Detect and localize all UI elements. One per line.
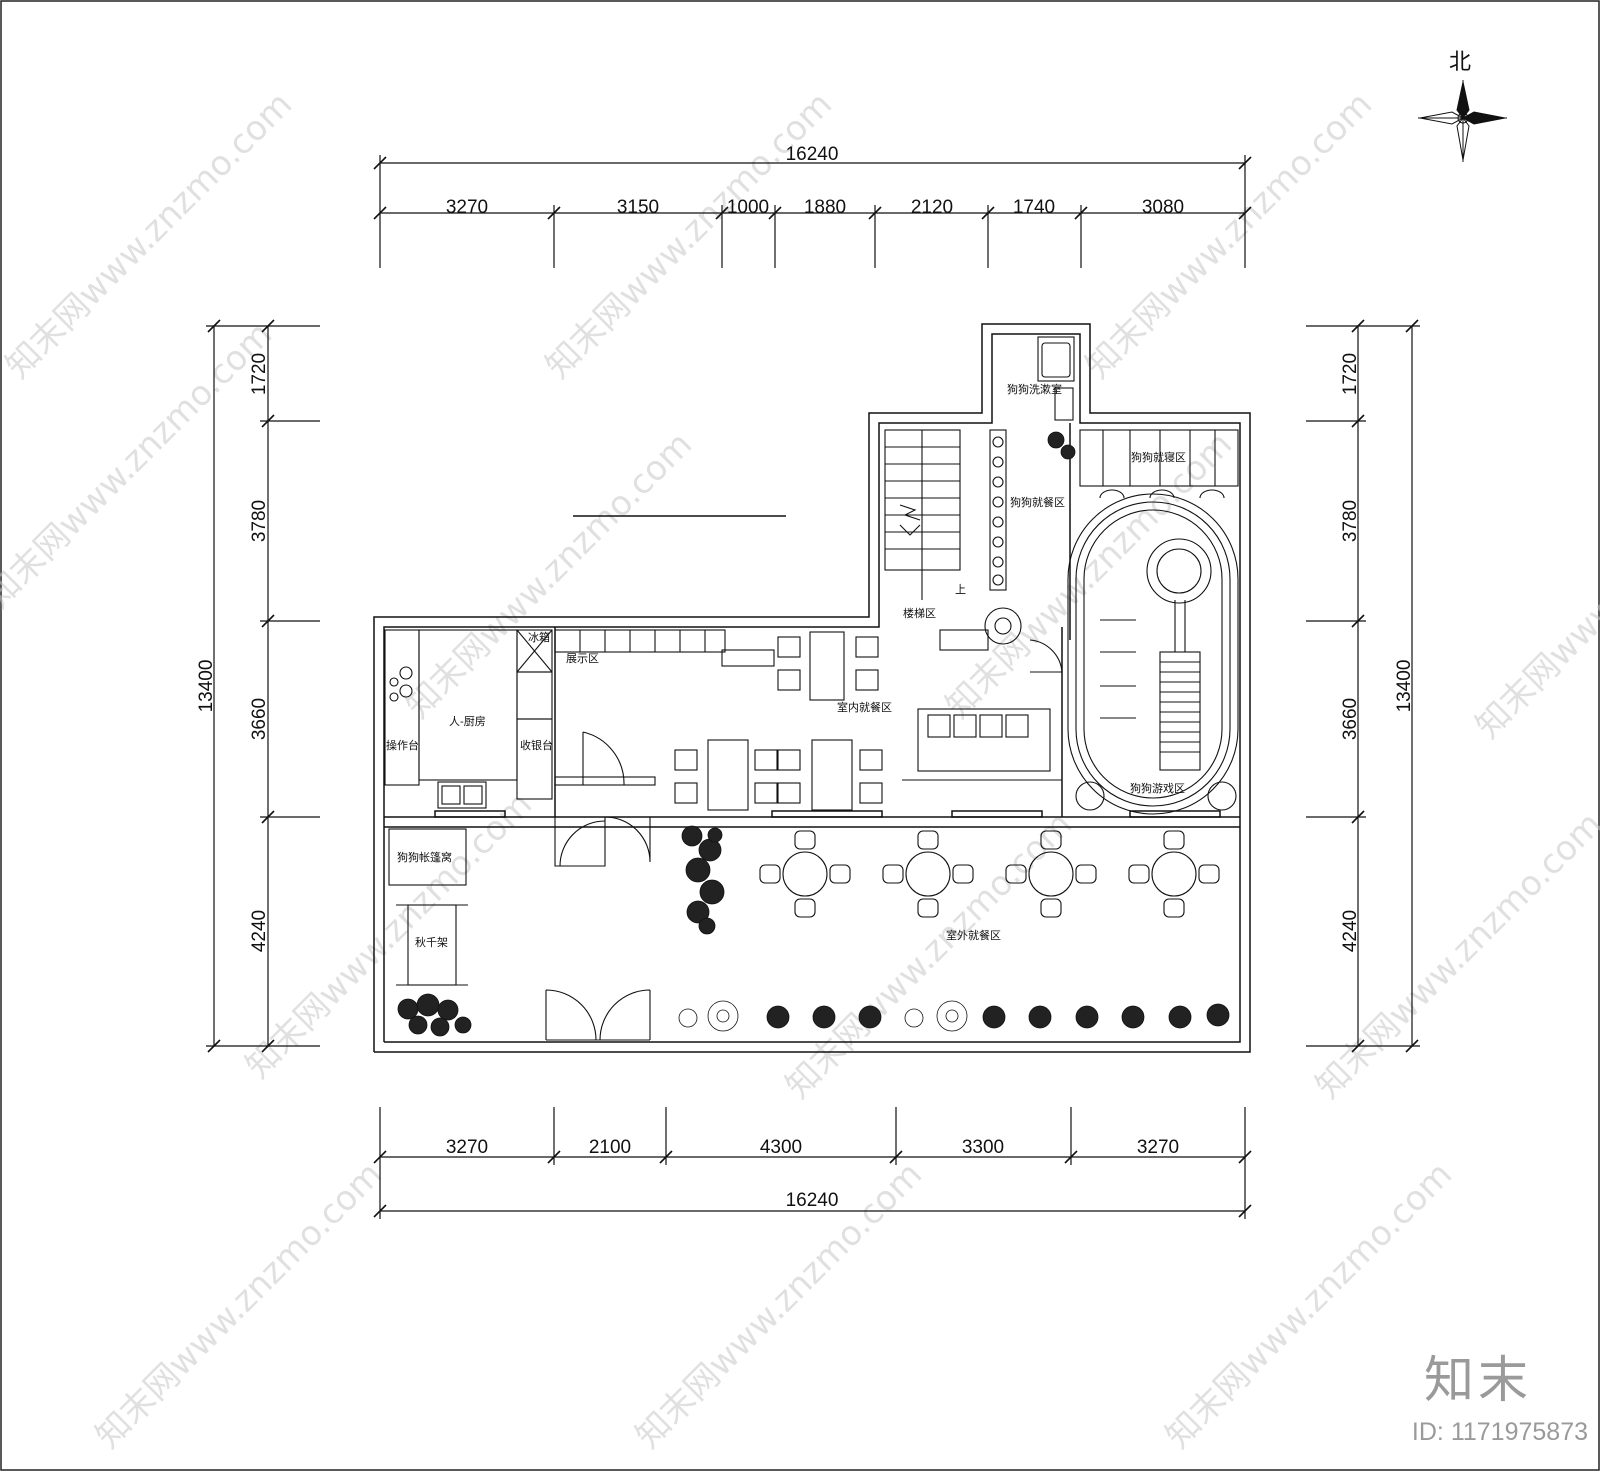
round-table [759, 830, 851, 918]
round-table [882, 830, 974, 918]
dim-bottom-seg: 3270 [446, 1137, 488, 1158]
watermark: 知末网www.znzmo.com [1468, 444, 1600, 746]
image-id: ID: 1171975873 [1411, 1418, 1588, 1446]
watermark: 知末网www.znzmo.com [938, 424, 1240, 726]
stairs-label: 楼梯区 [903, 606, 936, 620]
watermark: 知末网www.znzmo.com [398, 424, 700, 726]
indoor-dining-area [554, 629, 1062, 867]
stair-area [884, 429, 1063, 673]
dim-right-seg: 4240 [1340, 910, 1361, 952]
dog-play-label: 狗狗游戏区 [1130, 782, 1185, 795]
watermark: 知末网www.znzmo.com [1308, 804, 1600, 1106]
indoor-dining-label: 室内就餐区 [837, 700, 892, 714]
dim-top-seg: 1000 [727, 197, 769, 218]
dog-bath-area [1037, 336, 1075, 421]
dog-bath-label: 狗狗洗漱室 [1007, 382, 1062, 396]
compass-icon [1418, 80, 1507, 162]
outdoor-tables [759, 830, 1220, 918]
round-table [1005, 830, 1097, 918]
sofa [917, 708, 1051, 772]
round-table [1128, 830, 1220, 918]
dog-sleep-label: 狗狗就寝区 [1131, 450, 1186, 464]
dim-left-seg: 1720 [249, 353, 270, 395]
sink-icon [437, 781, 487, 809]
workbench-label: 操作台 [386, 738, 419, 752]
swing-label: 秋千架 [415, 935, 448, 949]
plant-icon [678, 1000, 968, 1032]
stove-icon [389, 666, 413, 702]
display-shelf [554, 629, 726, 653]
watermark: 知末网www.znzmo.com [538, 84, 840, 386]
dim-right-seg: 1720 [1340, 353, 1361, 395]
watermark: 知末网www.znzmo.com [1158, 1154, 1460, 1456]
dog-kennels [1079, 429, 1239, 487]
dim-top-seg: 2120 [911, 197, 953, 218]
dim-left-seg: 3660 [249, 698, 270, 740]
top-dimensions: 16240 3270 3150 1000 1880 2120 1740 3080 [373, 144, 1252, 268]
dim-top-seg: 3080 [1142, 197, 1184, 218]
watermark: 知末网www.znzmo.com [628, 1154, 930, 1456]
dim-right-seg: 3780 [1340, 500, 1361, 542]
dim-bottom-seg: 2100 [589, 1137, 631, 1158]
dog-tent [388, 828, 467, 886]
dim-bottom-seg: 3300 [962, 1137, 1004, 1158]
dog-tent-label: 狗狗帐篷窝 [397, 850, 452, 864]
bathtub-icon [1037, 336, 1075, 382]
walls [373, 323, 1251, 1053]
north-label: 北 [1449, 50, 1472, 75]
dim-bottom-seg: 3270 [1137, 1137, 1179, 1158]
right-dimensions: 1720 3780 3660 4240 13400 [1306, 319, 1420, 1053]
plant-icon [766, 431, 1230, 1029]
dog-dining-label: 狗狗就餐区 [1010, 495, 1065, 509]
dim-top-seg: 3270 [446, 197, 488, 218]
dim-top-seg: 3150 [617, 197, 659, 218]
dim-top-seg: 1880 [804, 197, 846, 218]
brand-logo: 知末 [1424, 1351, 1532, 1409]
dog-play-area [1067, 493, 1239, 815]
play-ramp [1159, 651, 1201, 771]
dim-left-seg: 4240 [249, 910, 270, 952]
watermark: 知末网www.znzmo.com [1078, 84, 1380, 386]
terrace-area [388, 828, 651, 1041]
dim-right-seg: 3660 [1340, 698, 1361, 740]
dim-top-seg: 1740 [1013, 197, 1055, 218]
freezer-label: 冰箱 [528, 630, 550, 644]
dog-sleep-area [1079, 429, 1239, 499]
dim-bottom-total: 16240 [786, 1190, 839, 1211]
dog-bed-round [984, 607, 1022, 645]
bottom-dimensions: 3270 2100 4300 3300 3270 16240 [373, 1107, 1252, 1219]
plant-icon [681, 825, 725, 935]
outdoor-dining-label: 室外就餐区 [946, 928, 1001, 942]
cashier-label: 收银台 [520, 738, 553, 752]
dim-top-total: 16240 [786, 144, 839, 165]
play-track [1067, 493, 1239, 815]
plant-icon [397, 993, 472, 1037]
watermark: 知末网www.znzmo.com [778, 804, 1080, 1106]
dim-left-seg: 3780 [249, 500, 270, 542]
display-label: 展示区 [566, 652, 599, 665]
kitchen-area [384, 629, 553, 809]
play-ring [1146, 538, 1212, 604]
dim-right-total: 13400 [1394, 660, 1415, 713]
kitchen-label: 人-厨房 [449, 715, 486, 728]
dim-left-total: 13400 [196, 660, 217, 713]
watermark: 知末网www.znzmo.com [88, 1154, 390, 1456]
dim-bottom-seg: 4300 [760, 1137, 802, 1158]
dog-bowl-rack [989, 429, 1007, 591]
cashier-counter [516, 718, 553, 800]
plants [397, 431, 1230, 1037]
stair-up-label: 上 [955, 583, 966, 596]
left-dimensions: 13400 1720 3780 3660 4240 [196, 319, 320, 1053]
